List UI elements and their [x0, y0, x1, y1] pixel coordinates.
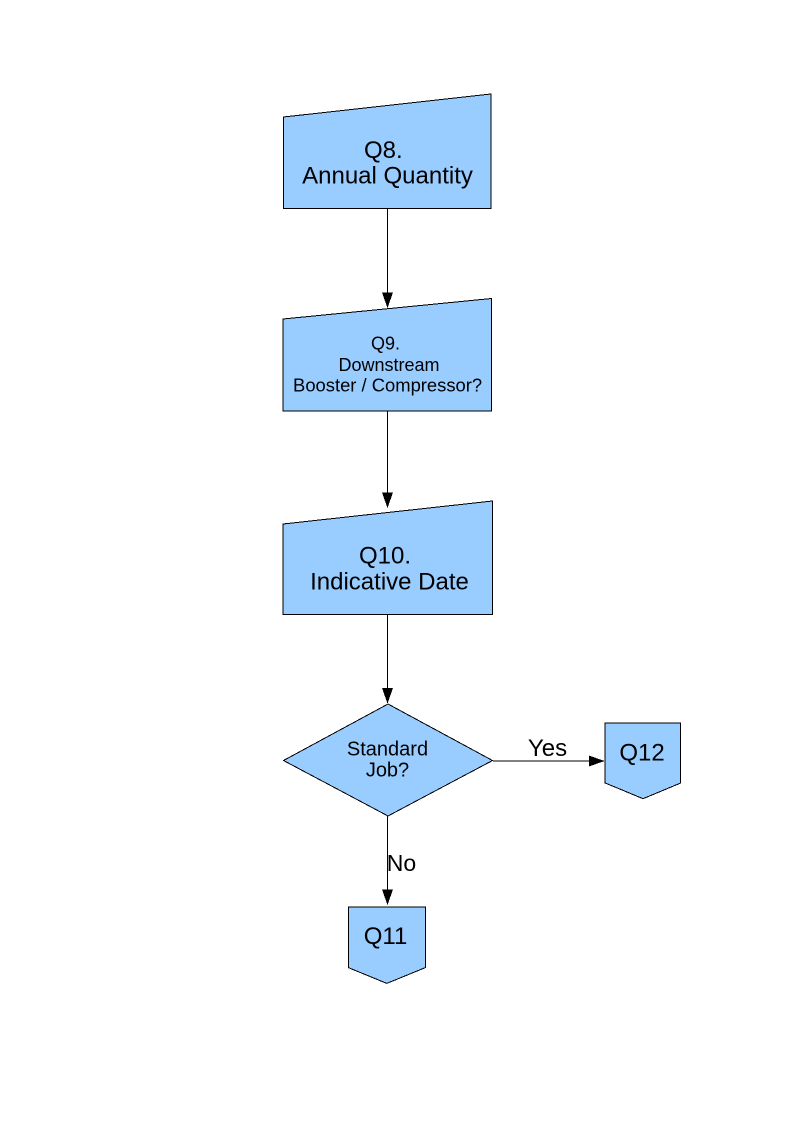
svg-text:Booster / Compressor?: Booster / Compressor? — [293, 374, 482, 395]
svg-text:Yes: Yes — [528, 735, 567, 762]
svg-text:No: No — [387, 850, 416, 876]
svg-text:Indicative Date: Indicative Date — [310, 569, 469, 596]
svg-text:Downstream: Downstream — [338, 355, 439, 375]
svg-text:Q11: Q11 — [364, 923, 408, 950]
svg-text:Q10.: Q10. — [359, 542, 411, 569]
svg-text:Standard: Standard — [347, 738, 428, 760]
svg-text:Q12: Q12 — [619, 739, 664, 766]
svg-text:Job?: Job? — [366, 760, 409, 782]
svg-text:Annual Quantity: Annual Quantity — [302, 163, 473, 190]
svg-text:Q8.: Q8. — [364, 137, 403, 164]
svg-text:Q9.: Q9. — [371, 333, 400, 353]
